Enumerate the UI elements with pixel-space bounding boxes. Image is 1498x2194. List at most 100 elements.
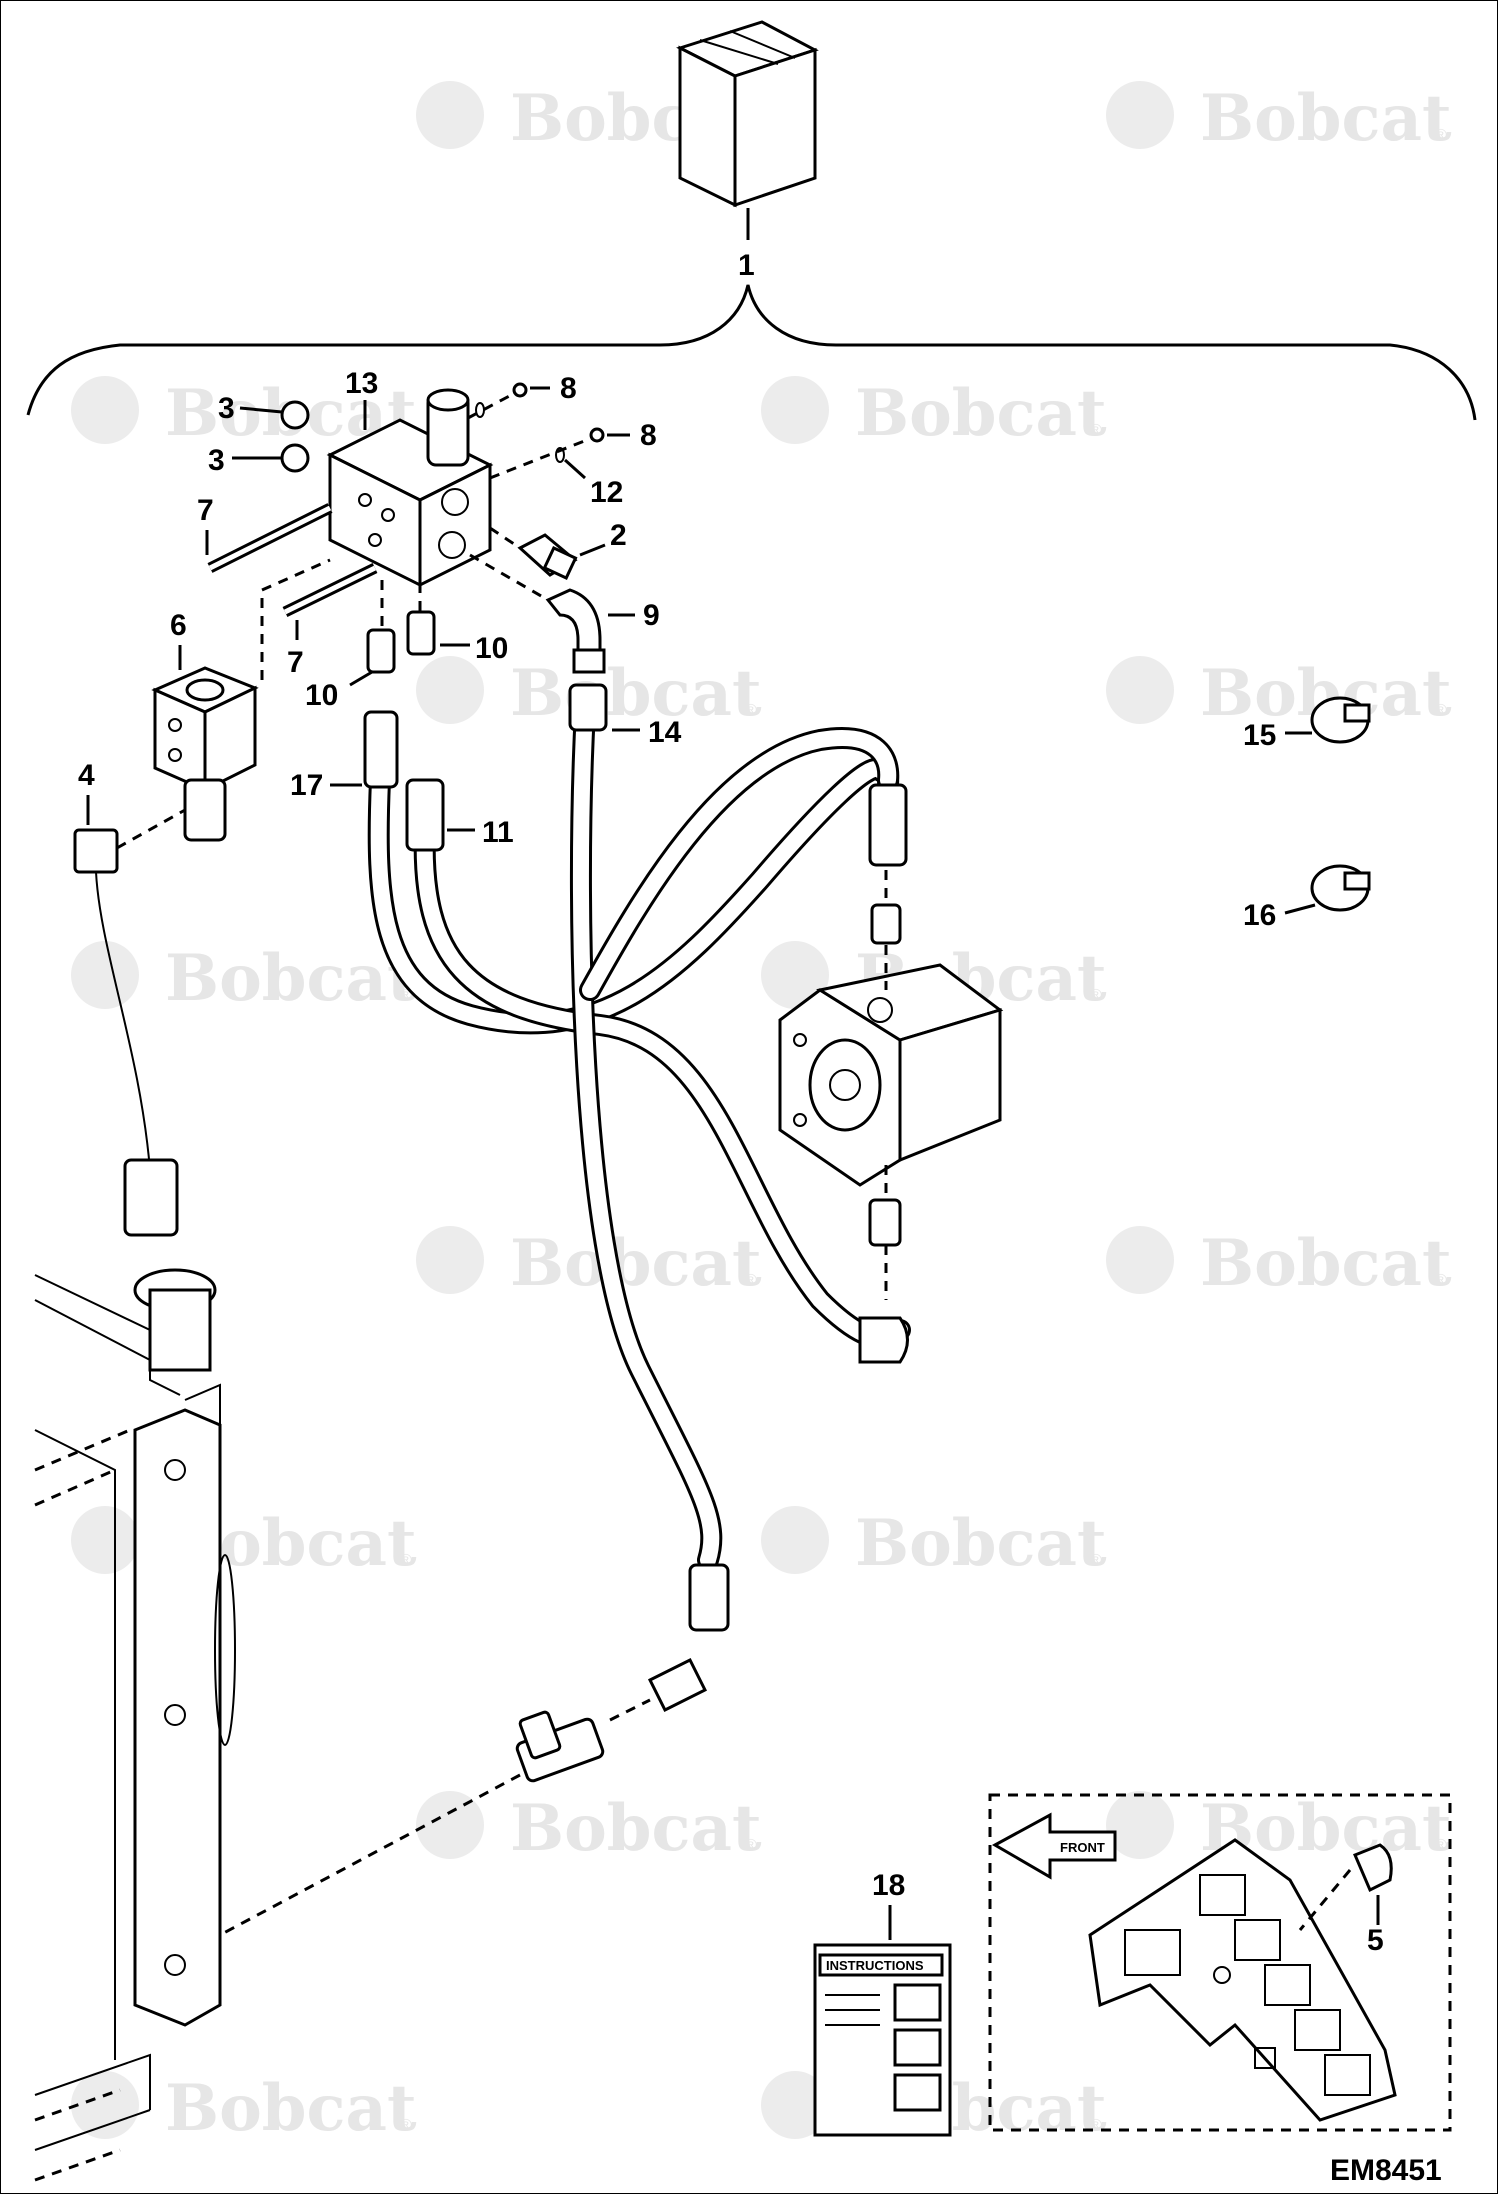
kit-brace [26, 284, 1477, 421]
watermark: Bobcat ® [71, 941, 417, 1016]
callout-9: 9 [643, 599, 660, 632]
switch-panel [1088, 1838, 1397, 2122]
callout-15: 15 [1243, 719, 1276, 752]
watermark: Bobcat ® [761, 1506, 1107, 1581]
kit-box-part-1 [676, 20, 819, 208]
hydraulic-motor [778, 963, 1004, 1187]
leader-line [579, 543, 606, 557]
leader-line [1284, 903, 1316, 915]
callout-17: 17 [290, 769, 323, 802]
dashed-guide [609, 1698, 651, 1722]
svg-text:Bobcat: Bobcat [165, 2071, 417, 2146]
dashed-guide [467, 391, 516, 420]
svg-text:Bobcat: Bobcat [510, 1226, 762, 1301]
callout-6: 6 [170, 609, 187, 642]
svg-text:Bobcat: Bobcat [1200, 1226, 1452, 1301]
inset-detail-box [988, 1793, 1452, 2132]
hose-end [568, 683, 608, 732]
callout-8: 8 [640, 419, 657, 452]
callout-4: 4 [78, 759, 95, 792]
svg-text:®: ® [1435, 1272, 1447, 1289]
watermark: Bobcat ® [416, 656, 762, 731]
solenoid-valve-part-6 [151, 666, 259, 842]
callout-7: 7 [287, 646, 304, 679]
hose-end [405, 778, 445, 852]
callout-16: 16 [1243, 899, 1276, 932]
watermark-group: Bobcat ® Bobcat ® Bobcat ® Bobcat ® Bobc… [71, 81, 1452, 2146]
plug-part-3 [280, 400, 310, 473]
elbow-fitting [858, 1316, 909, 1364]
watermark: Bobcat ® [761, 376, 1107, 451]
hose-end [688, 1563, 730, 1632]
svg-text:®: ® [400, 2117, 412, 2134]
elbow-fitting-part-9 [545, 588, 606, 674]
watermark: Bobcat ® [1106, 1791, 1452, 1866]
svg-text:®: ® [1090, 422, 1102, 439]
hose-end [868, 783, 908, 867]
callout-13: 13 [345, 367, 378, 400]
svg-text:FRONT: FRONT [1060, 1840, 1105, 1855]
svg-text:®: ® [745, 702, 757, 719]
tee-fitting [515, 1657, 708, 1783]
instruction-booklet-part-18: INSTRUCTIONS [813, 1943, 952, 2137]
callout-10: 10 [475, 632, 508, 665]
leader-line [563, 458, 587, 480]
watermark: Bobcat ® [71, 1506, 417, 1581]
leader-line [239, 406, 283, 414]
radiator-frame [34, 1268, 236, 2182]
svg-text:®: ® [745, 1837, 757, 1854]
hose-clamp-part-15 [1310, 696, 1371, 744]
callout-3: 3 [208, 444, 225, 477]
dashed-guide [1298, 1869, 1352, 1931]
svg-text:®: ® [1090, 987, 1102, 1004]
svg-text:®: ® [1435, 702, 1447, 719]
svg-text:®: ® [400, 1552, 412, 1569]
watermark: Bobcat ® [1106, 81, 1452, 156]
hose-clamp-part-16 [1310, 864, 1371, 912]
callout-10: 10 [305, 679, 338, 712]
callout-5: 5 [1367, 1924, 1384, 1957]
callout-1: 1 [738, 249, 755, 282]
wire-harness-part-4 [73, 828, 179, 1237]
svg-text:®: ® [745, 1272, 757, 1289]
switch-part-5 [1353, 1843, 1393, 1893]
svg-text:®: ® [1435, 1837, 1447, 1854]
dashed-guide [219, 1773, 521, 1937]
diagram-code: EM8451 [1330, 2154, 1442, 2187]
callout-11: 11 [482, 816, 514, 849]
callout-7: 7 [197, 494, 214, 527]
svg-text:®: ® [1090, 1552, 1102, 1569]
o-ring-part [475, 402, 485, 418]
svg-text:Bobcat: Bobcat [855, 1506, 1107, 1581]
svg-text:Bobcat: Bobcat [510, 656, 762, 731]
svg-text:INSTRUCTIONS: INSTRUCTIONS [826, 1958, 924, 1973]
svg-text:Bobcat: Bobcat [510, 1791, 762, 1866]
motor-fitting [868, 1198, 902, 1247]
dashed-guide [469, 553, 549, 602]
hose-assembly [367, 699, 911, 1571]
watermark: Bobcat ® [1106, 656, 1452, 731]
dashed-guide [116, 808, 186, 850]
watermark: Bobcat ® [416, 1791, 762, 1866]
svg-text:Bobcat: Bobcat [165, 941, 417, 1016]
bolt-part-7 [207, 503, 378, 617]
o-ring-part-12 [555, 447, 565, 463]
callout-3: 3 [218, 392, 235, 425]
hose-end [363, 710, 399, 789]
leader-line [349, 670, 373, 687]
fitting-part-2 [517, 533, 578, 581]
watermark: Bobcat ® [1106, 1226, 1452, 1301]
svg-text:Bobcat: Bobcat [1200, 81, 1452, 156]
svg-text:Bobcat: Bobcat [855, 376, 1107, 451]
callout-12: 12 [590, 476, 623, 509]
callout-14: 14 [648, 716, 682, 749]
callout-2: 2 [610, 519, 627, 552]
fitting-part-10 [366, 610, 436, 674]
dashed-guide [489, 436, 593, 480]
part-8 [512, 382, 528, 398]
part-8 [589, 427, 605, 443]
watermark: Bobcat ® [71, 2071, 417, 2146]
motor-fitting [870, 903, 902, 945]
